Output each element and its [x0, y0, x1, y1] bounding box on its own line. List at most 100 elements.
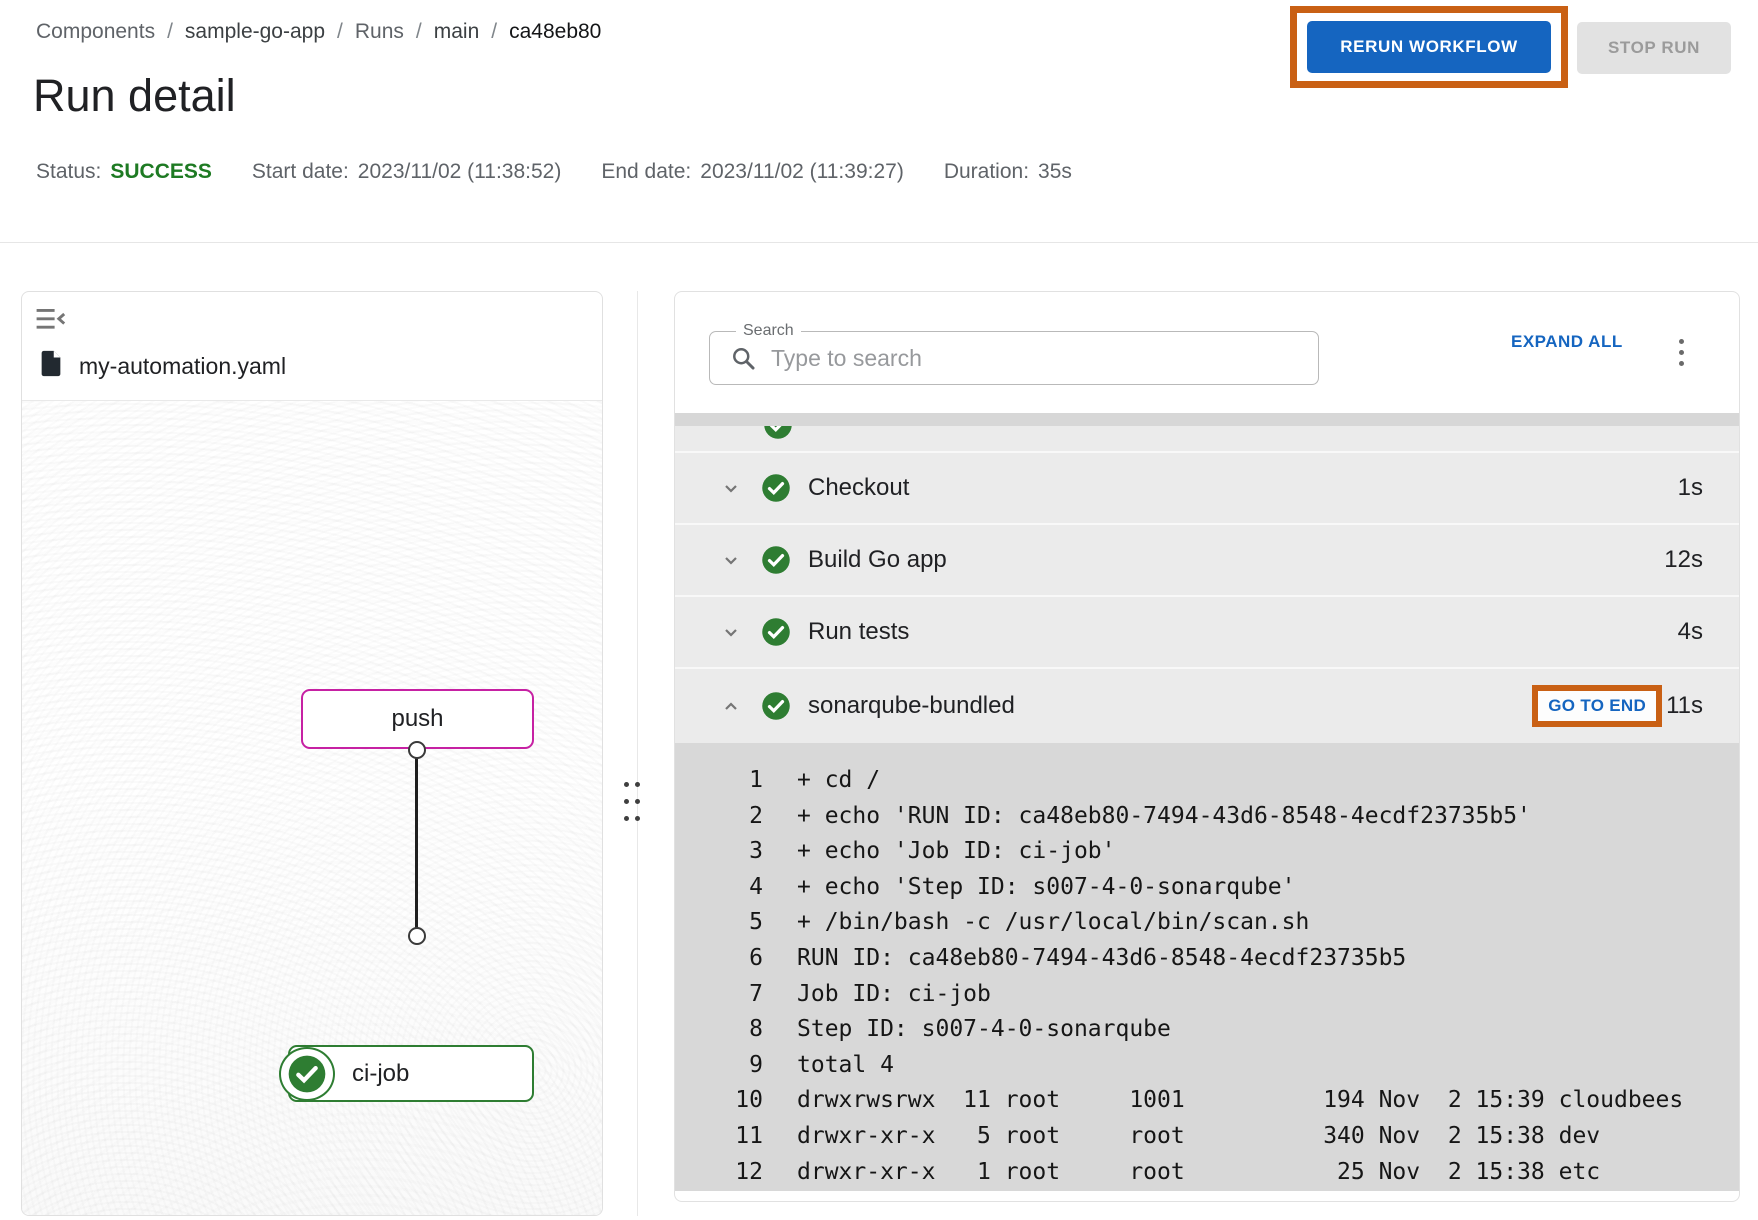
workflow-diagram: push ci-job — [22, 401, 602, 1215]
workflow-node-push[interactable]: push — [301, 689, 534, 749]
log-line-text: + cd / — [797, 767, 881, 793]
chevron-down-icon[interactable] — [719, 548, 743, 572]
breadcrumb-separator: / — [337, 20, 343, 43]
search-icon — [733, 347, 755, 370]
run-steps-panel: Search EXPAND ALL — [674, 291, 1740, 1202]
chevron-up-icon[interactable] — [719, 694, 743, 718]
chevron-down-icon[interactable] — [719, 476, 743, 500]
steps-list: Checkout 1s Build Go app 12s — [675, 413, 1739, 1191]
annotation-highlight-rerun: RERUN WORKFLOW — [1290, 6, 1568, 88]
end-date-value: 2023/11/02 (11:39:27) — [700, 160, 904, 183]
step-duration: 11s — [1666, 692, 1703, 719]
log-line-text: Job ID: ci-job — [797, 980, 991, 1007]
page-title: Run detail — [33, 70, 236, 121]
connector-dot-icon — [408, 741, 426, 759]
log-line-number: 6 — [749, 944, 763, 971]
log-line-number: 5 — [749, 909, 763, 936]
success-check-icon — [761, 691, 791, 721]
panel-resizer — [637, 291, 638, 1216]
chevron-down-icon[interactable] — [719, 620, 743, 644]
log-line-number: 3 — [749, 838, 763, 865]
success-check-icon — [763, 426, 793, 445]
log-line: 6 RUN ID: ca48eb80-7494-43d6-8548-4ecdf23… — [675, 941, 1739, 977]
log-line: 5 + /bin/bash -c /usr/local/bin/scan.sh — [675, 905, 1739, 941]
start-date-label: Start date: — [251, 160, 349, 183]
search-field-label: Search — [736, 322, 801, 340]
status-label: Status: — [36, 160, 102, 183]
log-line-number: 9 — [749, 1051, 763, 1078]
log-line-text: + echo 'Job ID: ci-job' — [797, 838, 1116, 865]
step-name: Checkout — [808, 474, 910, 501]
success-check-icon — [279, 1047, 335, 1101]
drag-handle-icon[interactable] — [624, 782, 640, 821]
header-divider — [0, 242, 1758, 243]
breadcrumb-separator: / — [491, 20, 498, 43]
workflow-file-row: my-automation.yaml — [40, 350, 286, 382]
breadcrumb-separator: / — [167, 20, 173, 43]
duration-label: Duration: — [943, 160, 1030, 183]
log-line-number: 2 — [749, 802, 763, 829]
kebab-icon[interactable] — [1669, 334, 1693, 370]
log-line-number: 8 — [749, 1016, 763, 1043]
go-to-end-link[interactable]: GO TO END — [1548, 696, 1647, 715]
step-name: Build Go app — [808, 546, 947, 573]
log-line: 2 + echo 'RUN ID: ca48eb80-7494-43d6-8548… — [675, 799, 1739, 835]
log-line-number: 1 — [749, 767, 763, 793]
step-row-checkout[interactable]: Checkout 1s — [675, 451, 1739, 523]
end-date-label: End date: — [601, 160, 692, 183]
log-line-text: + echo 'RUN ID: ca48eb80-7494-43d6-8548-… — [797, 802, 1531, 829]
workflow-edge — [415, 750, 418, 936]
breadcrumb-runs[interactable]: Runs — [354, 20, 404, 43]
step-name: Run tests — [808, 618, 910, 645]
breadcrumb-component-name[interactable]: sample-go-app — [184, 20, 326, 43]
log-line: 4 + echo 'Step ID: s007-4-0-sonarqube' — [675, 870, 1739, 906]
log-line-text: drwxrwsrwx 11 root 1001 194 Nov 2 15:39 … — [797, 1087, 1684, 1114]
start-date-value: 2023/11/02 (11:38:52) — [357, 160, 562, 183]
collapse-panel-icon[interactable] — [35, 308, 71, 338]
log-line-number: 4 — [749, 873, 763, 900]
workflow-node-push-label: push — [391, 705, 444, 732]
step-log-output: 1 + cd / 2 + echo 'RUN ID: ca48eb80-7494-4… — [675, 743, 1739, 1191]
step-duration: 1s — [1677, 474, 1703, 501]
step-row-run-tests[interactable]: Run tests 4s — [675, 595, 1739, 667]
panel-header-divider — [22, 400, 602, 401]
breadcrumb-run-id: ca48eb80 — [509, 20, 602, 43]
search-input[interactable] — [757, 344, 1318, 372]
success-check-icon — [761, 617, 791, 647]
duration-value: 35s — [1038, 160, 1072, 183]
step-duration: 4s — [1677, 618, 1703, 645]
expand-all-button[interactable]: EXPAND ALL — [1511, 332, 1623, 351]
step-name: sonarqube-bundled — [808, 692, 1015, 719]
success-check-icon — [761, 545, 791, 575]
step-row-build-go-app[interactable]: Build Go app 12s — [675, 523, 1739, 595]
file-icon — [40, 350, 62, 382]
search-field: Search — [709, 322, 1319, 385]
scrolled-log-remnant — [675, 413, 1739, 426]
breadcrumb-components[interactable]: Components — [36, 20, 156, 43]
breadcrumb-branch[interactable]: main — [433, 20, 480, 43]
log-line: 3 + echo 'Job ID: ci-job' — [675, 834, 1739, 870]
workflow-node-ci-job[interactable]: ci-job — [279, 1045, 534, 1102]
breadcrumb: Components / sample-go-app / Runs / main… — [36, 20, 601, 44]
status-badge: SUCCESS — [110, 160, 212, 183]
step-row-sonarqube-bundled[interactable]: sonarqube-bundled GO TO END 11s — [675, 667, 1739, 743]
step-duration: 12s — [1664, 546, 1703, 573]
log-line-number: 12 — [735, 1158, 763, 1185]
rerun-workflow-button[interactable]: RERUN WORKFLOW — [1307, 21, 1551, 73]
log-line-text: + /bin/bash -c /usr/local/bin/scan.sh — [797, 909, 1310, 936]
breadcrumb-separator: / — [415, 20, 422, 43]
log-line: 12 drwxr-xr-x 1 root root 25 Nov 2 15:38 … — [675, 1155, 1739, 1191]
step-row-partial[interactable] — [675, 426, 1739, 451]
log-line: 1 + cd / — [675, 763, 1739, 799]
log-line-text: + echo 'Step ID: s007-4-0-sonarqube' — [797, 873, 1296, 900]
log-line-text: drwxr-xr-x 1 root root 25 Nov 2 15:38 et… — [797, 1158, 1601, 1185]
run-status-line: Status: SUCCESS Start date: 2023/11/02 (… — [36, 160, 1072, 184]
stop-run-button: STOP RUN — [1577, 22, 1731, 74]
log-line-text: RUN ID: ca48eb80-7494-43d6-8548-4ecdf237… — [797, 944, 1407, 971]
